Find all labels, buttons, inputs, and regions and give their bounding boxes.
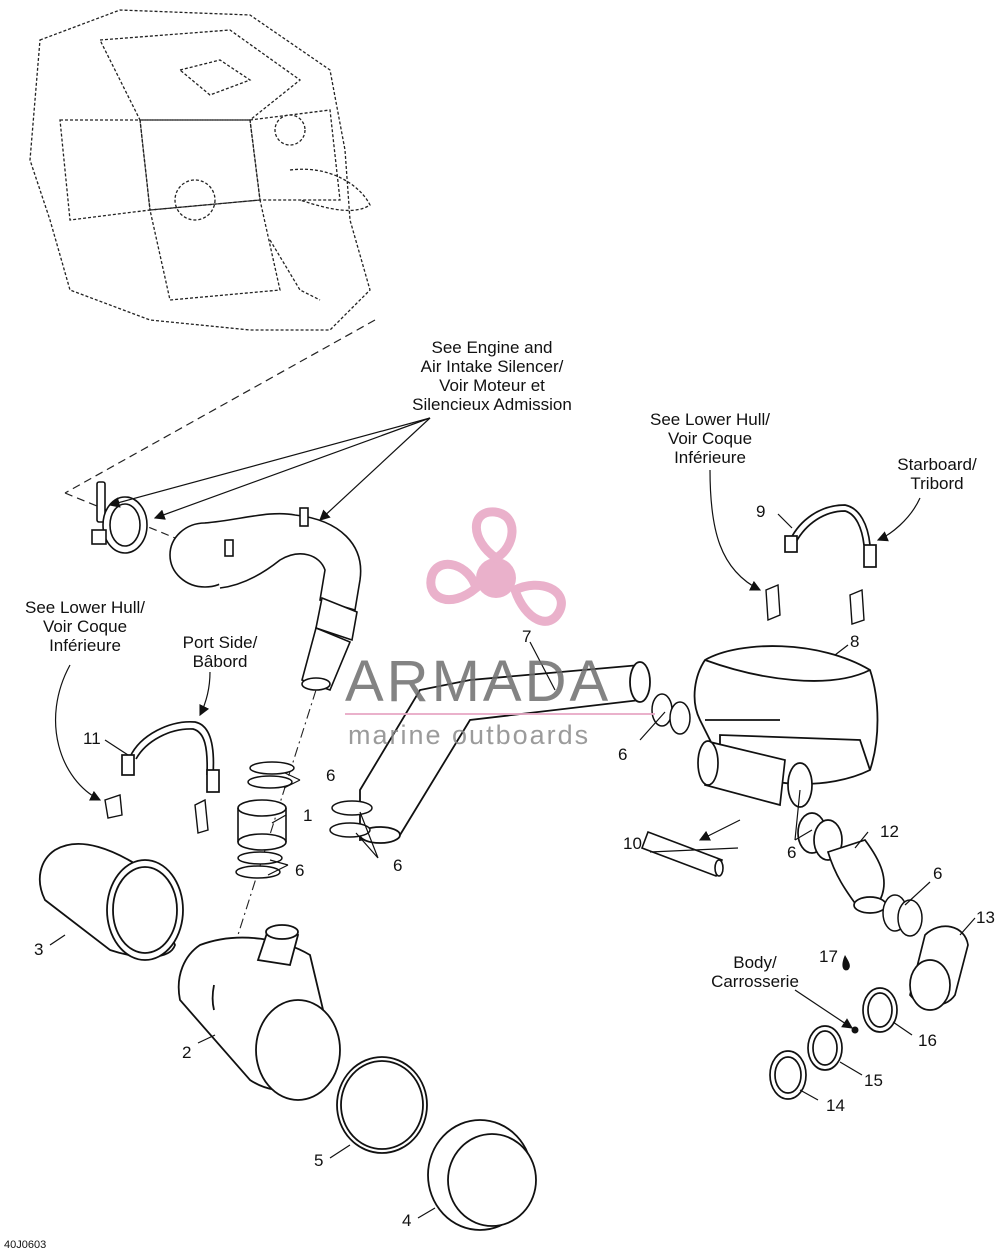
- label-line: Air Intake Silencer/: [420, 357, 564, 376]
- callout-6-upper: 6: [326, 766, 336, 785]
- label-line: Voir Coque: [42, 617, 128, 636]
- callout-14: 14: [826, 1096, 845, 1115]
- hose-clamps-center: [329, 800, 373, 838]
- callout-6-center: 6: [393, 856, 403, 875]
- label-port-side: Port Side/ Bâbord: [170, 633, 270, 671]
- callout-16: 16: [918, 1031, 937, 1050]
- hose-clamps-upper: [235, 761, 295, 879]
- outlet-pipe: [697, 740, 843, 861]
- callout-7: 7: [522, 627, 532, 646]
- callout-11: 11: [83, 729, 101, 748]
- outlet-elbow: [909, 925, 969, 1011]
- label-line: Voir Coque: [667, 429, 753, 448]
- label-line: See Lower Hull/: [649, 410, 770, 429]
- gasket-ring-nozzle: [769, 987, 898, 1100]
- label-line: Voir Moteur et: [439, 376, 545, 395]
- callout-3: 3: [34, 940, 44, 959]
- label-line: Silencieux Admission: [412, 395, 572, 414]
- callout-17: 17: [819, 947, 838, 966]
- label-line: Inférieure: [49, 636, 121, 655]
- sealant-dot: [851, 1026, 859, 1034]
- strap-port: [121, 721, 220, 793]
- hose-clamps-right: [882, 894, 923, 937]
- watermark-tagline: marine outboards: [348, 720, 591, 750]
- label-line: Inférieure: [674, 448, 746, 467]
- label-line: Starboard/: [897, 455, 977, 474]
- sponge-strip: [640, 830, 724, 878]
- callout-8: 8: [850, 632, 860, 651]
- front-clamp: [91, 481, 148, 554]
- callout-4: 4: [402, 1211, 412, 1230]
- engine-illustration: [29, 9, 371, 331]
- label-lower-hull-right: See Lower Hull/ Voir Coque Inférieure: [630, 410, 790, 467]
- figure-code: 40J0603: [4, 1239, 47, 1251]
- muffler-cover: [38, 843, 184, 961]
- callout-9: 9: [756, 502, 766, 521]
- elbow-hose: [826, 839, 887, 914]
- end-cap: [427, 1119, 537, 1231]
- label-line: Port Side/: [182, 633, 258, 652]
- label-starboard: Starboard/ Tribord: [882, 455, 992, 493]
- label-line: Carrosserie: [711, 972, 799, 991]
- clamp-ring: [336, 1056, 428, 1154]
- callout-6-right: 6: [933, 864, 943, 883]
- engine-reference-lines: [64, 319, 376, 541]
- callout-5: 5: [314, 1151, 324, 1170]
- label-line: See Engine and: [431, 338, 553, 357]
- callout-15: 15: [864, 1071, 883, 1090]
- muffler-body: [177, 924, 341, 1101]
- label-line: Bâbord: [192, 652, 248, 671]
- exhaust-elbow: [169, 507, 362, 692]
- label-line: Tribord: [910, 474, 964, 493]
- sealant-drop-icon: [842, 955, 850, 971]
- label-line: See Lower Hull/: [24, 598, 145, 617]
- callout-13: 13: [976, 908, 995, 927]
- coupling-sleeve: [237, 799, 287, 851]
- leader-lines: [49, 417, 976, 1219]
- callout-1: 1: [303, 806, 313, 825]
- callout-6-waterbox: 6: [618, 745, 628, 764]
- label-engine-reference: See Engine and Air Intake Silencer/ Voir…: [392, 338, 592, 414]
- callout-6-outlet: 6: [787, 843, 797, 862]
- brackets: [104, 583, 865, 834]
- label-lower-hull-left: See Lower Hull/ Voir Coque Inférieure: [5, 598, 165, 655]
- label-line: Body/: [733, 953, 777, 972]
- callout-12: 12: [880, 822, 899, 841]
- callout-2: 2: [182, 1043, 192, 1062]
- label-body: Body/ Carrosserie: [695, 953, 815, 991]
- callout-10: 10: [623, 834, 642, 853]
- hose-clamps-waterbox: [651, 693, 691, 735]
- strap-starboard: [784, 504, 877, 568]
- callout-6-lower: 6: [295, 861, 305, 880]
- watermark-brand: ARMADA: [345, 649, 612, 714]
- propeller-logo-icon: [426, 507, 566, 626]
